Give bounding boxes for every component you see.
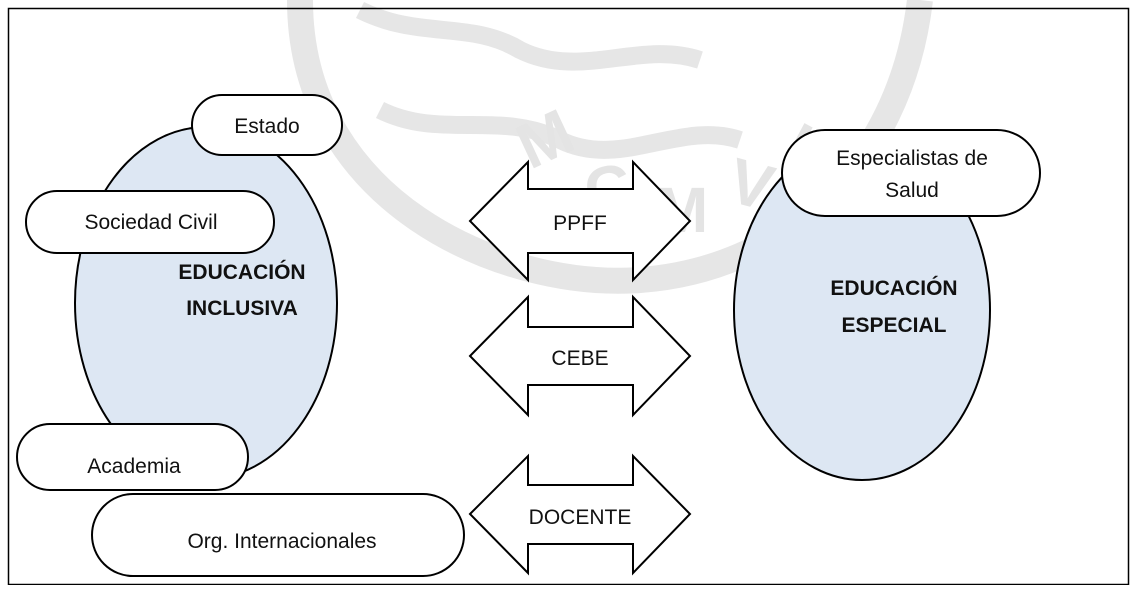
special-education-label-line2: ESPECIAL [841,314,946,337]
inclusive-education-label-line1: EDUCACIÓN [178,260,305,284]
arrow-ppff [468,159,692,283]
node-sociedad-civil-label: Sociedad Civil [84,211,217,234]
node-especialistas-salud-label-line1: Especialistas de [836,147,988,170]
node-org-internacionales [91,493,465,577]
node-academia-label: Academia [87,455,181,478]
arrow-docente [468,453,692,576]
arrow-cebe-label: CEBE [551,347,608,370]
arrow-cebe [468,294,692,418]
inclusive-education-label-line2: INCLUSIVA [186,297,298,320]
arrow-ppff-label: PPFF [553,212,607,235]
node-sociedad-civil [25,190,275,254]
node-especialistas-salud-label-line2: Salud [885,179,939,202]
arrow-docente-label: DOCENTE [529,506,632,529]
svg-text:M: M [505,95,584,183]
node-academia [16,423,249,491]
node-org-internacionales-label: Org. Internacionales [187,530,376,553]
node-especialistas-salud [781,129,1041,217]
node-estado-label: Estado [234,115,299,138]
node-estado [191,94,343,156]
special-education-label-line1: EDUCACIÓN [830,276,957,300]
